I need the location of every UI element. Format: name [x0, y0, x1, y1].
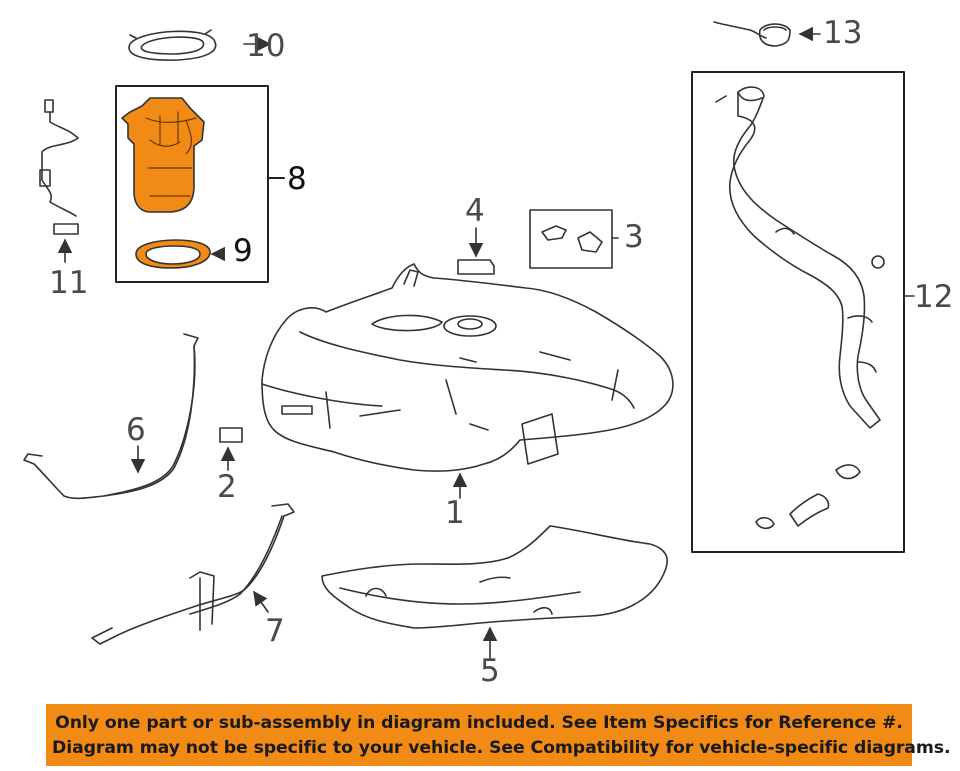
callout-10: 10 [246, 28, 286, 64]
filler-pipe-group [691, 71, 915, 553]
callout-5: 5 [480, 653, 500, 689]
callout-12: 12 [914, 279, 954, 315]
callout-13: 13 [823, 15, 863, 51]
fuel-cap-part [713, 21, 821, 47]
tank-strap-part [23, 333, 199, 500]
clip-kit-part [529, 209, 619, 269]
filler-pipe-part [729, 86, 881, 429]
tank-strap-part-2 [91, 503, 295, 645]
disclaimer-line-1: Only one part or sub-assembly in diagram… [55, 713, 903, 733]
callout-3: 3 [624, 219, 644, 255]
wiring-harness-part [39, 99, 79, 263]
callout-7: 7 [265, 613, 285, 649]
lock-ring-part [128, 29, 272, 61]
callout-11: 11 [49, 265, 89, 301]
fuel-pump-module-group [115, 85, 285, 283]
heat-shield-part [321, 525, 668, 659]
bracket-part [457, 227, 495, 275]
disclaimer-line-2: Diagram may not be specific to your vehi… [52, 738, 951, 758]
fuel-tank-part [261, 263, 674, 499]
callout-6: 6 [126, 412, 146, 448]
callout-4: 4 [465, 193, 485, 229]
callout-2: 2 [217, 469, 237, 505]
disclaimer-banner: Only one part or sub-assembly in diagram… [46, 704, 951, 766]
callout-1: 1 [445, 495, 465, 531]
insulator-part [219, 427, 243, 471]
fuel-pump-module [121, 97, 205, 213]
callout-8: 8 [287, 161, 307, 197]
callout-9: 9 [233, 233, 253, 269]
